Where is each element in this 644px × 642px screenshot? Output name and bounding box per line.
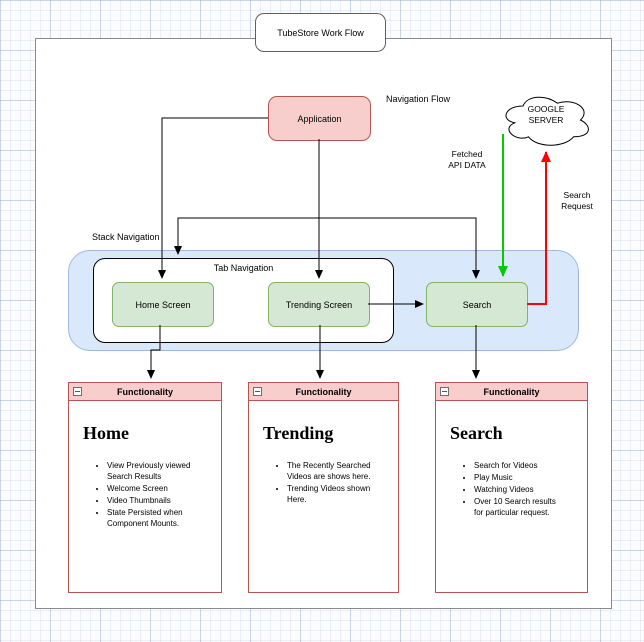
application-label: Application [297, 113, 342, 124]
functionality-header-label: Functionality [117, 386, 173, 397]
stack-navigation-label: Stack Navigation [92, 232, 160, 242]
functionality-body: Search Search for VideosPlay MusicWatchi… [436, 423, 587, 518]
fetched-api-label: Fetched API DATA [441, 149, 493, 171]
collapse-icon [440, 387, 449, 396]
functionality-bullet-list: Search for VideosPlay MusicWatching Vide… [436, 460, 558, 518]
bullet-item: The Recently Searched Videos are shows h… [287, 460, 371, 482]
functionality-box-home: Functionality Home View Previously viewe… [68, 382, 222, 593]
functionality-header: Functionality [69, 383, 221, 401]
home-screen-node: Home Screen [112, 282, 214, 327]
functionality-bullet-list: The Recently Searched Videos are shows h… [249, 460, 371, 505]
functionality-body: Home View Previously viewed Search Resul… [69, 423, 221, 529]
search-request-label: Search Request [553, 190, 601, 212]
search-request-line2: Request [561, 201, 593, 211]
bullet-item: Watching Videos [474, 484, 558, 495]
application-node: Application [268, 96, 371, 141]
search-screen-node: Search [426, 282, 528, 327]
functionality-heading: Trending [263, 423, 334, 443]
fetched-api-line1: Fetched [451, 149, 483, 159]
functionality-box-search: Functionality Search Search for VideosPl… [435, 382, 588, 593]
functionality-box-trending: Functionality Trending The Recently Sear… [248, 382, 399, 593]
navigation-flow-label: Navigation Flow [386, 94, 451, 104]
google-server-line2: SERVER [528, 115, 564, 125]
bullet-item: Trending Videos shown Here. [287, 483, 371, 505]
functionality-header: Functionality [436, 383, 587, 401]
diagram-title-box: TubeStore Work Flow [255, 13, 386, 52]
trending-screen-label: Trending Screen [285, 299, 353, 310]
bullet-item: Video Thumbnails [107, 495, 191, 506]
diagram-title: TubeStore Work Flow [277, 27, 364, 38]
functionality-bullet-list: View Previously viewed Search ResultsWel… [69, 460, 191, 529]
collapse-icon [253, 387, 262, 396]
bullet-item: View Previously viewed Search Results [107, 460, 191, 482]
home-screen-label: Home Screen [135, 299, 191, 310]
functionality-heading: Search [450, 423, 503, 443]
bullet-item: Search for Videos [474, 460, 558, 471]
bullet-item: Over 10 Search results for particular re… [474, 496, 558, 518]
bullet-item: Welcome Screen [107, 483, 191, 494]
search-screen-label: Search [462, 299, 492, 310]
functionality-body: Trending The Recently Searched Videos ar… [249, 423, 398, 505]
functionality-header-label: Functionality [295, 386, 352, 397]
search-request-line1: Search [563, 190, 591, 200]
functionality-header: Functionality [249, 383, 398, 401]
google-server-label: GOOGLE SERVER [500, 104, 592, 126]
google-server-line1: GOOGLE [527, 104, 565, 114]
collapse-icon [73, 387, 82, 396]
bullet-item: State Persisted when Component Mounts. [107, 507, 191, 529]
trending-screen-node: Trending Screen [268, 282, 370, 327]
fetched-api-line2: API DATA [448, 160, 486, 170]
bullet-item: Play Music [474, 472, 558, 483]
tab-navigation-label: Tab Navigation [213, 263, 274, 273]
functionality-heading: Home [83, 423, 129, 443]
functionality-header-label: Functionality [483, 386, 540, 397]
